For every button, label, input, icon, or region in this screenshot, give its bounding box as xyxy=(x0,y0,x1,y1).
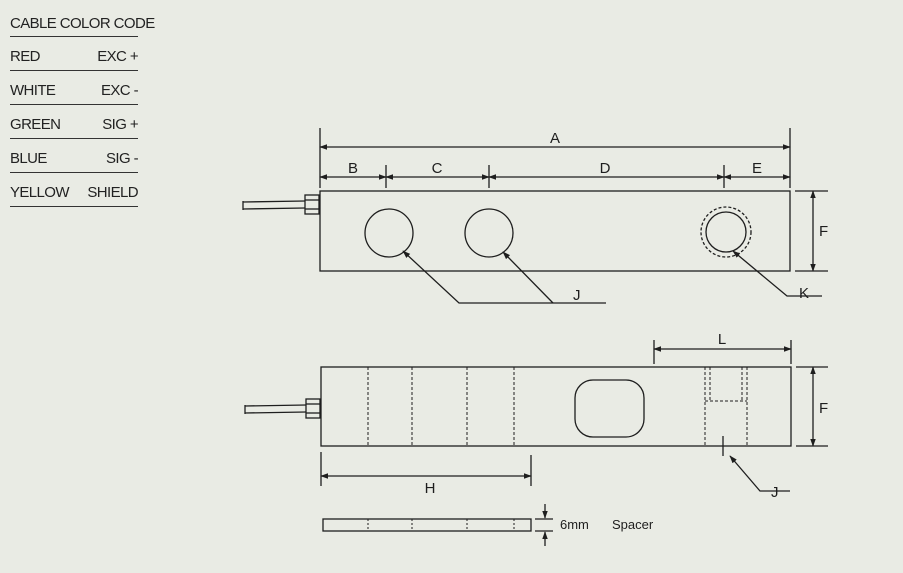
dimension-label-c: C xyxy=(432,160,443,177)
cable-line xyxy=(242,200,306,203)
cable-gland xyxy=(305,398,321,419)
legend-color: RED xyxy=(10,48,40,65)
legend-title: CABLE COLOR CODE xyxy=(10,12,155,37)
leader-k xyxy=(732,250,822,297)
callout-label-k: K xyxy=(799,285,809,302)
top-view xyxy=(242,128,828,304)
dimension-label-a: A xyxy=(550,130,560,147)
spacer-view xyxy=(322,504,553,546)
legend-row-red: RED EXC + xyxy=(10,37,139,71)
cable-line xyxy=(244,404,307,407)
legend-color: WHITE xyxy=(10,82,56,99)
load-hole-counterbore xyxy=(700,206,752,258)
spacer-plate xyxy=(322,518,532,532)
legend-color: BLUE xyxy=(10,150,47,167)
legend-row-green: GREEN SIG + xyxy=(10,105,139,139)
cable-line xyxy=(242,207,306,210)
spacer-thickness-label: 6mm xyxy=(560,517,589,532)
side-view xyxy=(244,340,828,492)
legend-row-blue: BLUE SIG - xyxy=(10,139,139,173)
legend-signal: EXC - xyxy=(100,82,139,99)
legend-signal: EXC + xyxy=(97,48,138,65)
dimension-label-b: B xyxy=(348,160,358,177)
cable-color-code-table: CABLE COLOR CODE RED EXC + WHITE EXC - G… xyxy=(10,12,155,207)
legend-signal: SIG - xyxy=(105,150,139,167)
callout-label-j-side: J xyxy=(771,484,779,501)
legend-color: GREEN xyxy=(10,116,61,133)
legend-row-yellow: YELLOW SHIELD xyxy=(10,173,139,207)
dimension-label-d: D xyxy=(600,160,611,177)
legend-signal: SIG + xyxy=(102,116,138,133)
callout-label-j-top: J xyxy=(573,287,581,304)
leader-j-top xyxy=(502,251,554,304)
dimension-label-l: L xyxy=(718,331,726,348)
gauge-pocket xyxy=(574,379,645,438)
leader-j-side xyxy=(729,455,790,492)
load-cell-body-top xyxy=(319,190,791,272)
legend-row-white: WHITE EXC - xyxy=(10,71,139,105)
mounting-hole xyxy=(464,208,514,258)
spacer-label: Spacer xyxy=(612,517,654,532)
dimension-label-e: E xyxy=(752,160,762,177)
dimension-label-f-side: F xyxy=(819,400,828,417)
mounting-hole xyxy=(364,208,414,258)
dimension-label-f-top: F xyxy=(819,223,828,240)
legend-color: YELLOW xyxy=(10,184,70,201)
legend-signal: SHIELD xyxy=(87,184,138,201)
load-cell-body-side xyxy=(320,366,792,447)
leader-j-top xyxy=(402,250,606,304)
dimension-label-h: H xyxy=(425,480,436,497)
cable-line xyxy=(244,411,307,414)
cable-gland xyxy=(304,194,320,215)
load-hole xyxy=(705,211,747,253)
